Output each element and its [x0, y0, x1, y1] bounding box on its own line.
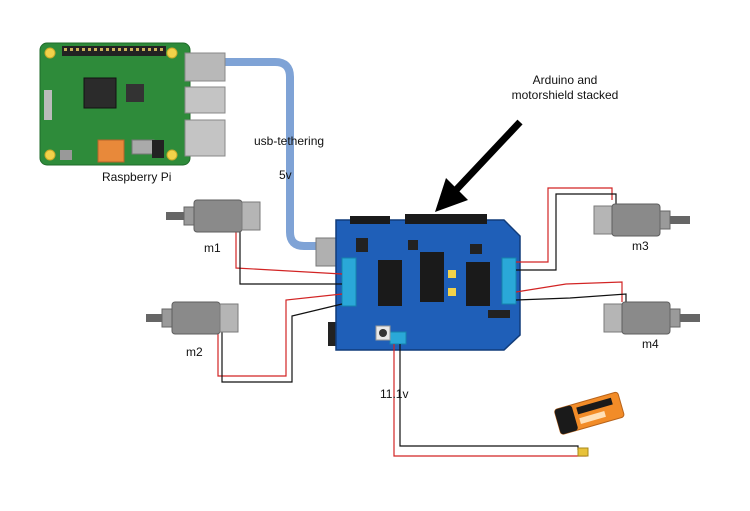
label-m2: m2 — [186, 345, 203, 359]
wire-m1-red — [235, 232, 343, 275]
label-m3: m3 — [632, 239, 649, 253]
label-usb-tethering: usb-tethering — [254, 134, 324, 148]
label-m4: m4 — [642, 337, 659, 351]
wire-m3-red — [516, 187, 613, 263]
wire-m1-black — [239, 232, 342, 285]
label-raspberry-pi: Raspberry Pi — [102, 170, 171, 184]
motor-m2 — [146, 301, 239, 335]
arduino-motorshield — [315, 214, 521, 351]
wire-battery-red — [393, 344, 587, 457]
wire-m2-red — [217, 293, 343, 377]
label-11-1v: 11.1v — [380, 387, 408, 401]
motor-m3 — [593, 203, 690, 237]
raspberry-pi-board — [39, 42, 226, 166]
wire-battery-black — [399, 344, 579, 450]
label-m1: m1 — [204, 241, 221, 255]
motor-m1 — [166, 199, 261, 233]
usb-cable — [221, 58, 329, 250]
wire-m4-red — [515, 281, 623, 302]
wire-m3-black — [516, 193, 617, 271]
battery-connector — [577, 447, 589, 457]
wire-m2-black — [221, 303, 343, 383]
wire-m4-black — [515, 293, 627, 302]
pointer-arrow — [435, 119, 523, 212]
label-5v: 5v — [279, 168, 292, 182]
label-arduino-line2: motorshield stacked — [512, 88, 619, 102]
lipo-battery — [554, 391, 625, 435]
motor-m4 — [603, 301, 700, 335]
label-arduino-line1: Arduino and — [533, 73, 598, 87]
